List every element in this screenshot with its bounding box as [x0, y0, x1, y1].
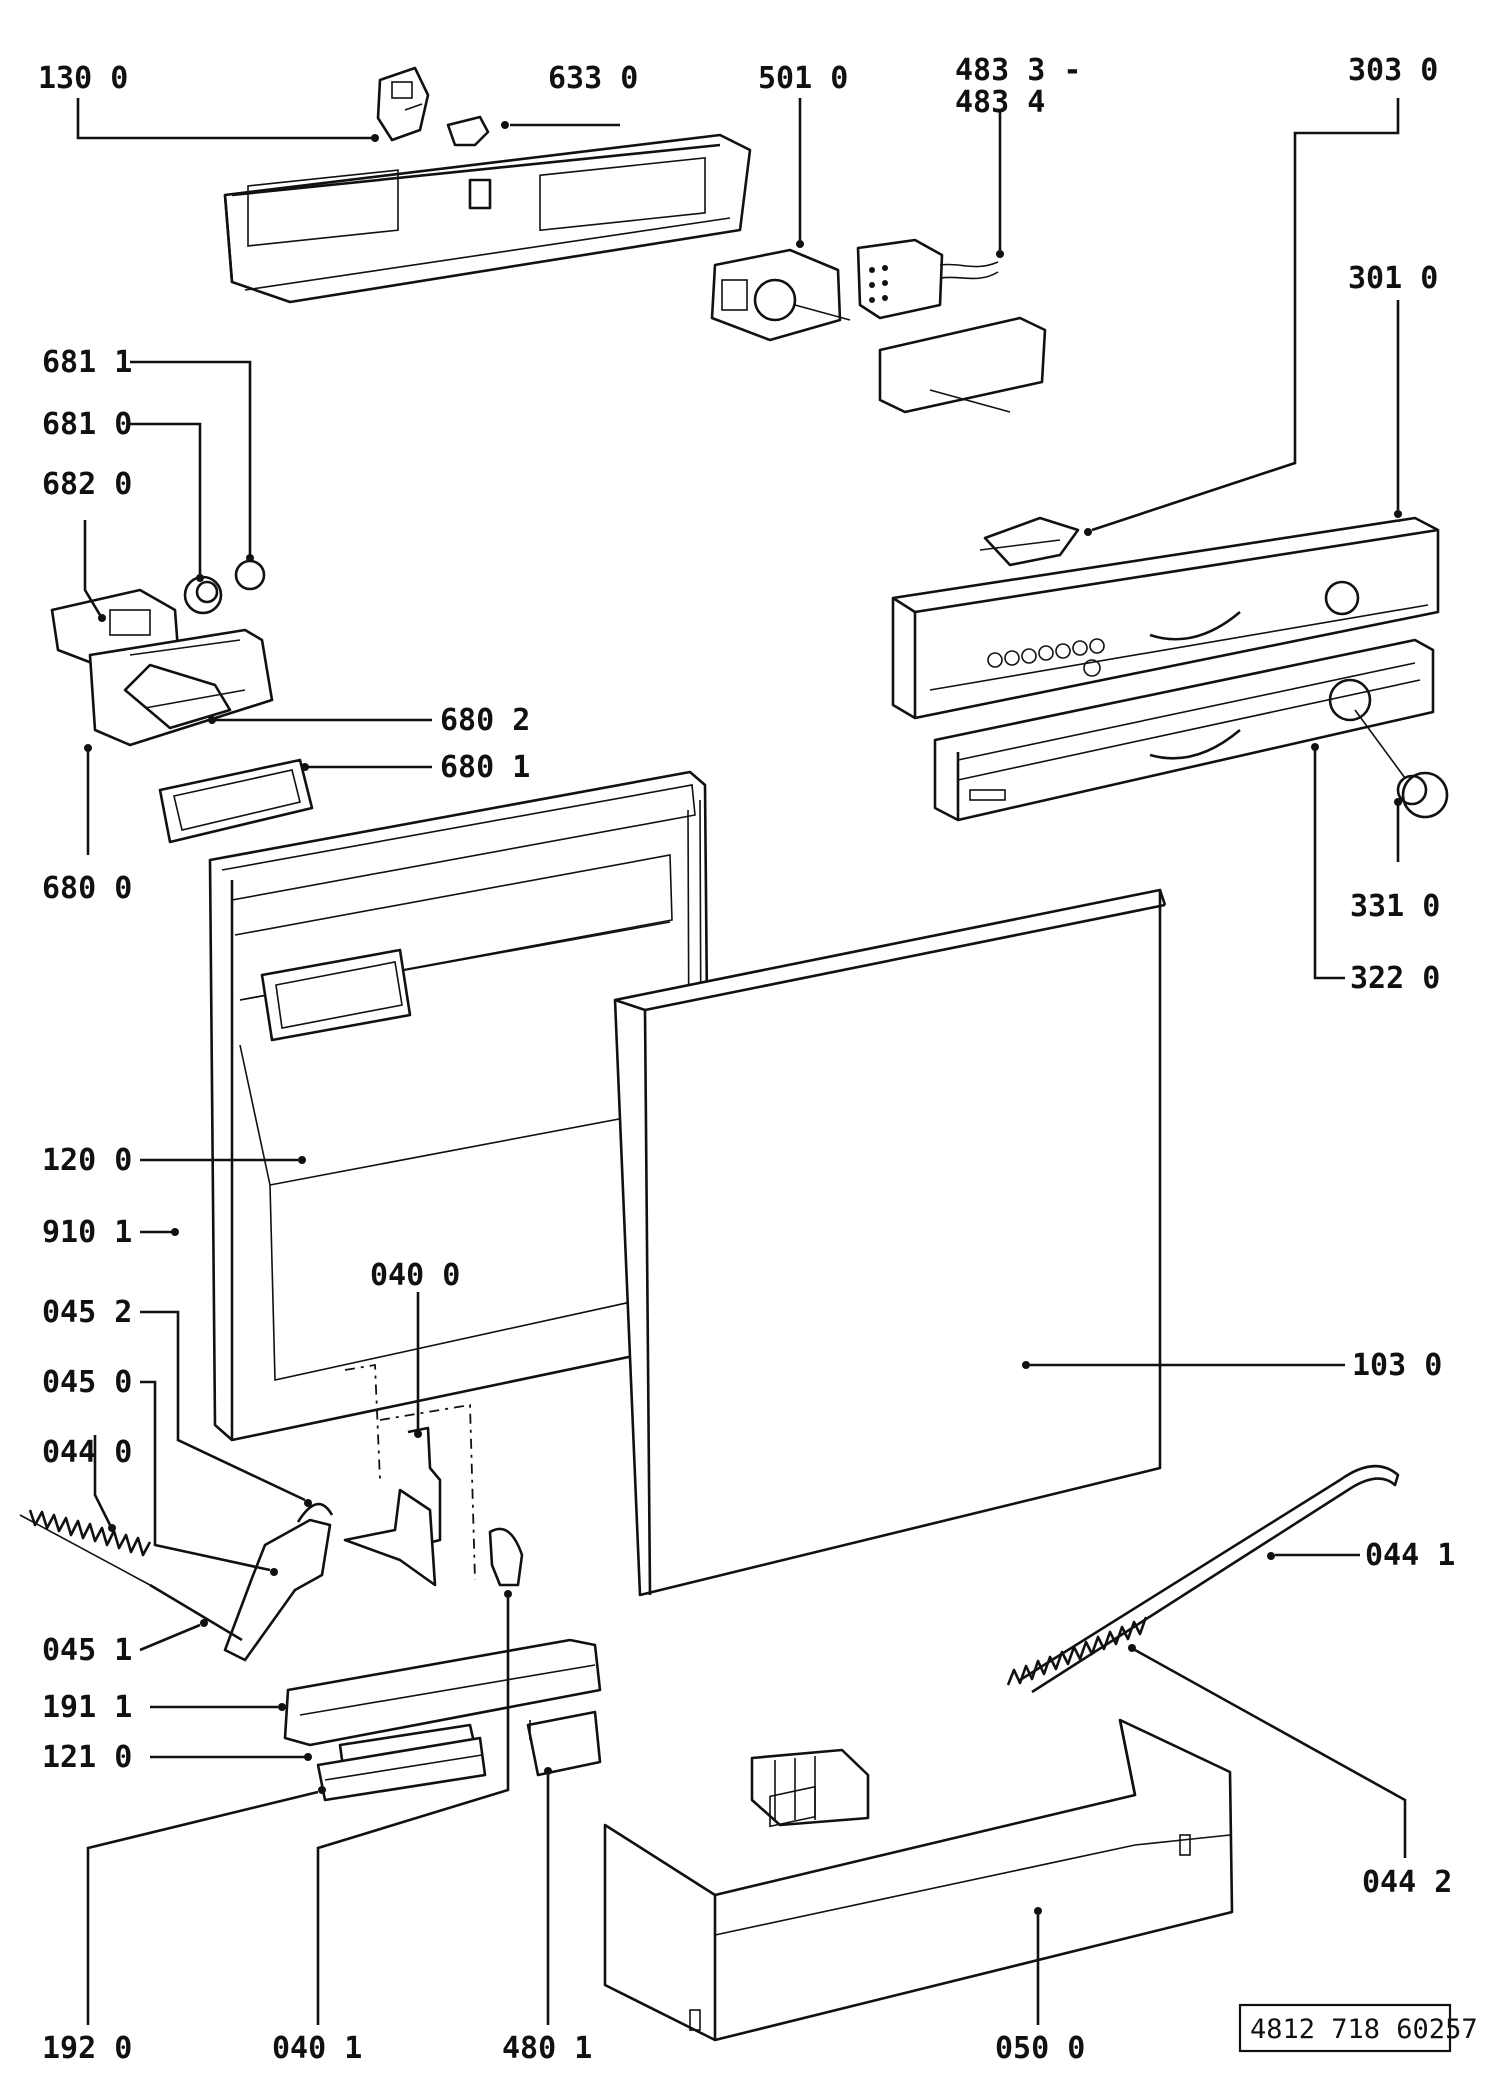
dispenser-ring-part [234, 559, 266, 591]
label-103-0: 103 0 [1352, 1348, 1442, 1383]
label-501-0: 501 0 [758, 61, 848, 96]
label-680-2: 680 2 [440, 703, 530, 738]
plinth-part [603, 1718, 1234, 2042]
label-480-1: 480 1 [502, 2031, 592, 2066]
connector-part [856, 238, 999, 320]
label-680-1: 680 1 [440, 750, 530, 785]
clip-part [446, 115, 490, 147]
dispenser-button-part [183, 575, 223, 615]
reference-code: 4812 718 60257 [1250, 2014, 1478, 2045]
label-681-1: 681 1 [42, 345, 132, 380]
label-483-4: 483 4 [955, 85, 1045, 120]
hinge-assembly [223, 1363, 524, 1662]
label-044-1: 044 1 [1365, 1538, 1455, 1573]
label-044-2: 044 2 [1362, 1865, 1452, 1900]
label-192-0: 192 0 [42, 2031, 132, 2066]
hinge-spring-right [1006, 1464, 1400, 1694]
reference-code-box: 4812 718 60257 [1238, 2003, 1478, 2053]
label-121-0: 121 0 [42, 1740, 132, 1775]
dispenser-unit-part [50, 588, 274, 747]
label-483-3: 483 3 - [955, 53, 1081, 88]
label-040-1: 040 1 [272, 2031, 362, 2066]
label-910-1: 910 1 [42, 1215, 132, 1250]
label-130-0: 130 0 [38, 61, 128, 96]
timer-bracket [878, 316, 1047, 414]
label-681-0: 681 0 [42, 407, 132, 442]
control-panel-fascia [891, 516, 1440, 720]
label-120-0: 120 0 [42, 1143, 132, 1178]
label-301-0: 301 0 [1348, 261, 1438, 296]
hinge-spring-left [19, 1509, 243, 1642]
outer-door-panel [613, 888, 1167, 1597]
leader-lines [76, 98, 1407, 2025]
label-331-0: 331 0 [1350, 889, 1440, 924]
knob-part [1354, 709, 1449, 819]
label-045-0: 045 0 [42, 1365, 132, 1400]
control-panel-frame [223, 133, 752, 304]
label-045-2: 045 2 [42, 1295, 132, 1330]
dispenser-gasket-part [158, 758, 314, 844]
door-switch-part [376, 66, 430, 142]
label-191-1: 191 1 [42, 1690, 132, 1725]
label-303-0: 303 0 [1348, 53, 1438, 88]
bracket-480-part [526, 1710, 602, 1777]
lower-fascia [933, 638, 1435, 822]
label-044-0: 044 0 [42, 1435, 132, 1470]
label-633-0: 633 0 [548, 61, 638, 96]
label-682-0: 682 0 [42, 467, 132, 502]
label-040-0: 040 0 [370, 1258, 460, 1293]
panel-clip-part [979, 516, 1080, 567]
label-050-0: 050 0 [995, 2031, 1085, 2066]
label-680-0: 680 0 [42, 871, 132, 906]
label-045-1: 045 1 [42, 1633, 132, 1668]
timer-part [710, 248, 851, 342]
inner-door-part [208, 770, 712, 1442]
label-322-0: 322 0 [1350, 961, 1440, 996]
